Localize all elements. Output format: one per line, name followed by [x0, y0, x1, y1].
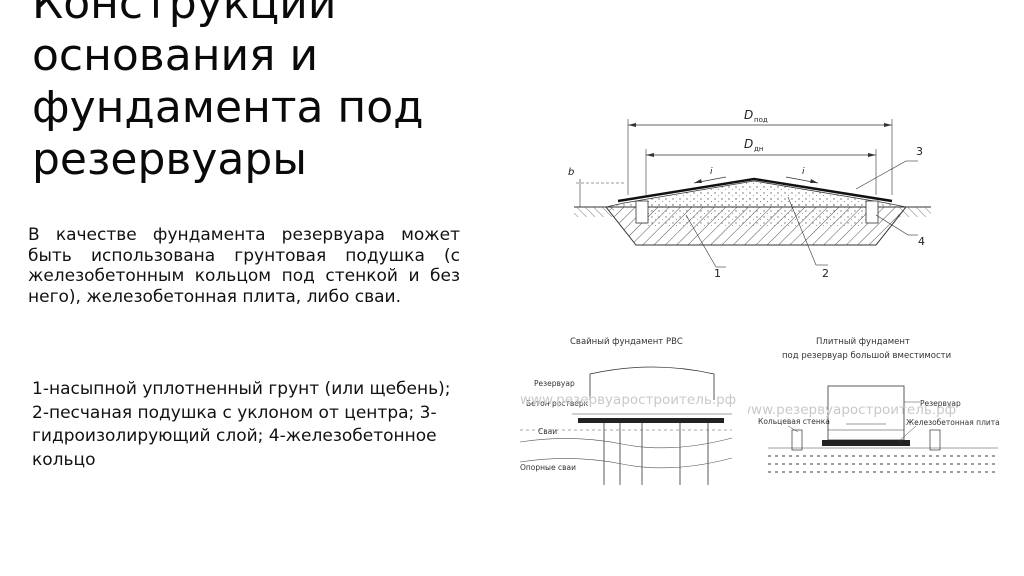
d-outer-subscript: под: [754, 116, 768, 124]
page-title: Конструкции основания и фундамента под р…: [32, 0, 502, 186]
label-piles: Сваи: [538, 427, 557, 436]
slab-foundation-diagram: Плитный фундамент под резервуар большой …: [748, 337, 1000, 473]
slab-foundation-caption-1: Плитный фундамент: [816, 337, 910, 347]
slab-foundation-caption-2: под резервуар большой вместимости: [782, 351, 951, 361]
height-b-label: b: [568, 167, 574, 178]
slope-left-label: i: [710, 167, 713, 177]
pile-foundation-caption: Свайный фундамент РВС: [570, 337, 683, 347]
legend-paragraph: 1-насыпной уплотненный грунт (или щебень…: [32, 379, 451, 470]
callout-4: 4: [918, 235, 925, 248]
pile-foundation-diagram: Свайный фундамент РВС Резервуар Бетон ро…: [519, 337, 736, 485]
d-outer-label: D: [744, 108, 753, 122]
title-line-2: основания и: [32, 30, 319, 81]
callout-3: 3: [916, 145, 923, 158]
title-line-4: резервуары: [32, 134, 307, 185]
title-line-1: Конструкции: [32, 0, 337, 29]
intro-paragraph: В качестве фундамента резервуара может б…: [28, 225, 460, 307]
watermark-right: www.резервуаростроитель.рф: [748, 402, 956, 418]
slope-right-label: i: [802, 167, 805, 177]
d-inner-subscript: дн: [754, 145, 763, 153]
label-concrete-slab: Железобетонная плита: [906, 418, 1000, 427]
d-inner-label: D: [744, 137, 753, 151]
label-grillage: Бетон ростверк: [526, 399, 589, 408]
watermark-left: www.резервуаростроитель.рф: [520, 392, 736, 408]
title-line-3: фундамента под: [32, 82, 424, 133]
foundation-cross-section-diagram: D под D дн b i i 1 2 3 4: [568, 108, 931, 280]
label-support-piles: Опорные сваи: [520, 463, 576, 472]
label-ring-wall: Кольцевая стенка: [758, 417, 830, 426]
callout-1: 1: [714, 267, 721, 280]
label-tank: Резервуар: [534, 379, 575, 388]
callout-2: 2: [822, 267, 829, 280]
label-tank-slab: Резервуар: [920, 399, 961, 408]
